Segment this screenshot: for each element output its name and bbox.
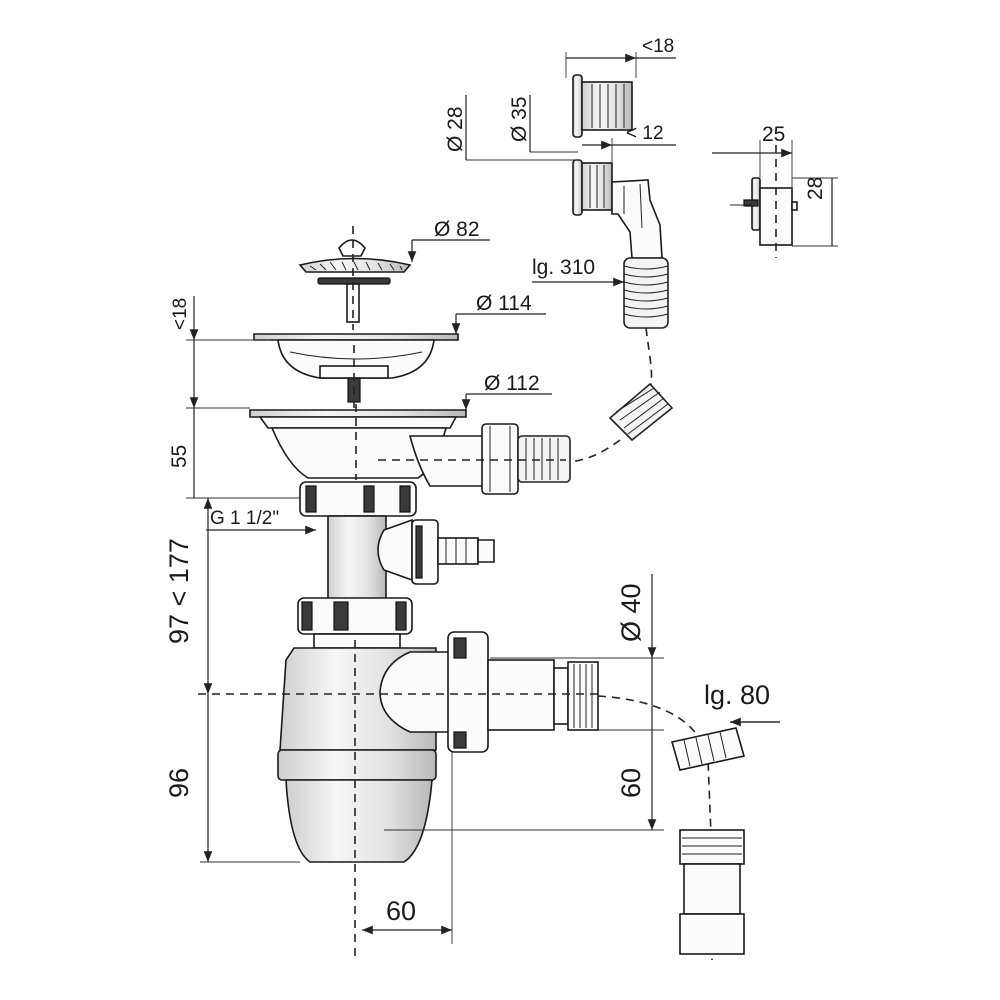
- overflow-connector-nut: [378, 423, 571, 495]
- dim-lt18-top: [565, 52, 676, 78]
- label-55: 55: [168, 445, 191, 468]
- dim-d114: [451, 313, 546, 334]
- dim-25: [712, 140, 793, 190]
- label-d28: Ø 28: [444, 106, 467, 152]
- strainer-plug: [298, 226, 412, 330]
- label-lt12: < 12: [626, 123, 664, 144]
- overflow-hose-upper: [623, 257, 669, 396]
- label-lt18-side: <18: [170, 298, 191, 330]
- drain-body: [249, 404, 491, 487]
- trap-upper-tube: [327, 515, 387, 601]
- label-thread: G 1 1/2": [210, 508, 279, 529]
- label-d112: Ø 112: [484, 372, 540, 395]
- dim-d35: [529, 95, 578, 153]
- label-25: 25: [762, 123, 785, 146]
- overflow-cap-large: [572, 74, 633, 138]
- dim-lt18-side: [186, 296, 270, 409]
- trap-mid-nut: [297, 597, 413, 649]
- label-d40: Ø 40: [616, 583, 646, 642]
- label-97-177: 97 < 177: [164, 538, 194, 644]
- label-96: 96: [164, 768, 194, 798]
- trap-top-nut: [299, 481, 417, 517]
- overflow-elbow: [611, 179, 663, 259]
- label-60-bottom: 60: [386, 896, 416, 926]
- label-d82: Ø 82: [434, 218, 480, 241]
- overflow-side-view: [730, 145, 798, 258]
- dim-lt12: [582, 138, 676, 162]
- label-lt18-top: <18: [642, 36, 674, 57]
- label-lg80: lg. 80: [704, 680, 770, 710]
- dim-60-right: [384, 730, 664, 831]
- trap-outlet-elbow: [379, 631, 599, 753]
- sink-basket: [253, 333, 459, 408]
- overflow-hose-lower: [569, 382, 674, 463]
- outlet-offset-pipe: [597, 695, 746, 960]
- label-60-right: 60: [616, 768, 646, 798]
- label-d114: Ø 114: [476, 292, 532, 315]
- overflow-cap-small: [572, 159, 613, 216]
- dim-96: [200, 694, 300, 863]
- dim-d112: [461, 393, 552, 410]
- dim-97-177: [200, 497, 300, 694]
- dim-28: [792, 177, 838, 247]
- label-28: 28: [804, 177, 827, 200]
- appliance-inlet: [377, 518, 495, 585]
- label-d35: Ø 35: [508, 96, 531, 142]
- dim-60-bottom: [362, 752, 453, 944]
- dim-d28: [465, 95, 578, 161]
- label-lg310: lg. 310: [532, 256, 595, 279]
- dim-d40: [490, 574, 664, 731]
- dim-d82: [407, 239, 490, 262]
